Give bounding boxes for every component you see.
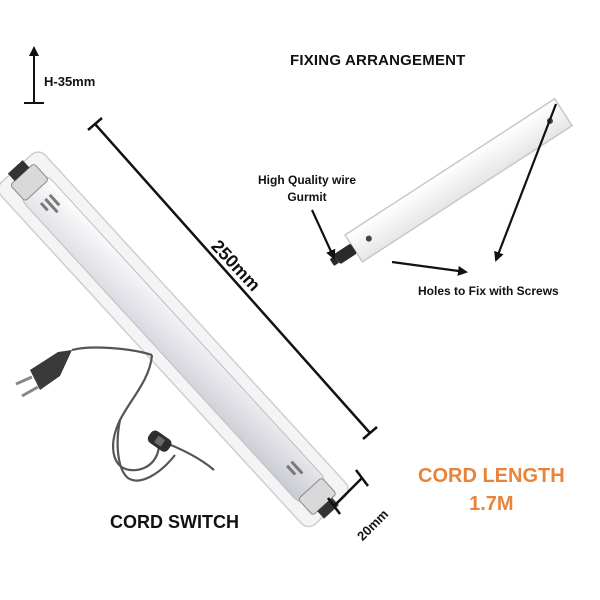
screw-hole-left — [365, 235, 372, 242]
callout-arrows — [311, 103, 558, 276]
height-indicator — [24, 46, 44, 104]
inline-switch-icon — [147, 430, 172, 452]
cord-switch-label: CORD SWITCH — [110, 512, 239, 532]
height-label: H-35mm — [44, 74, 96, 89]
wire-callout: High Quality wire Gurmit — [258, 172, 356, 206]
holes-callout: Holes to Fix with Screws — [418, 284, 559, 298]
arrow-icon — [494, 103, 558, 262]
uv-lamp-fixture — [0, 151, 349, 528]
power-cord — [71, 346, 215, 482]
arrow-icon — [311, 209, 336, 260]
arrow-icon — [391, 260, 468, 276]
fixing-arrangement-title: FIXING ARRANGEMENT — [290, 52, 466, 69]
tube-print — [39, 193, 304, 476]
cord-length-line1: CORD LENGTH — [418, 465, 565, 487]
fixing-bracket — [330, 97, 574, 266]
length-dimension — [87, 117, 378, 440]
plug-icon — [15, 350, 72, 398]
cord-length-line2: 1.7M — [469, 493, 514, 515]
wire-callout-line1: High Quality wire — [258, 173, 357, 187]
wire-callout-line2: Gurmit — [287, 190, 327, 204]
width-dimension — [327, 469, 369, 515]
cord-length-callout: CORD LENGTH 1.7M — [418, 462, 565, 518]
